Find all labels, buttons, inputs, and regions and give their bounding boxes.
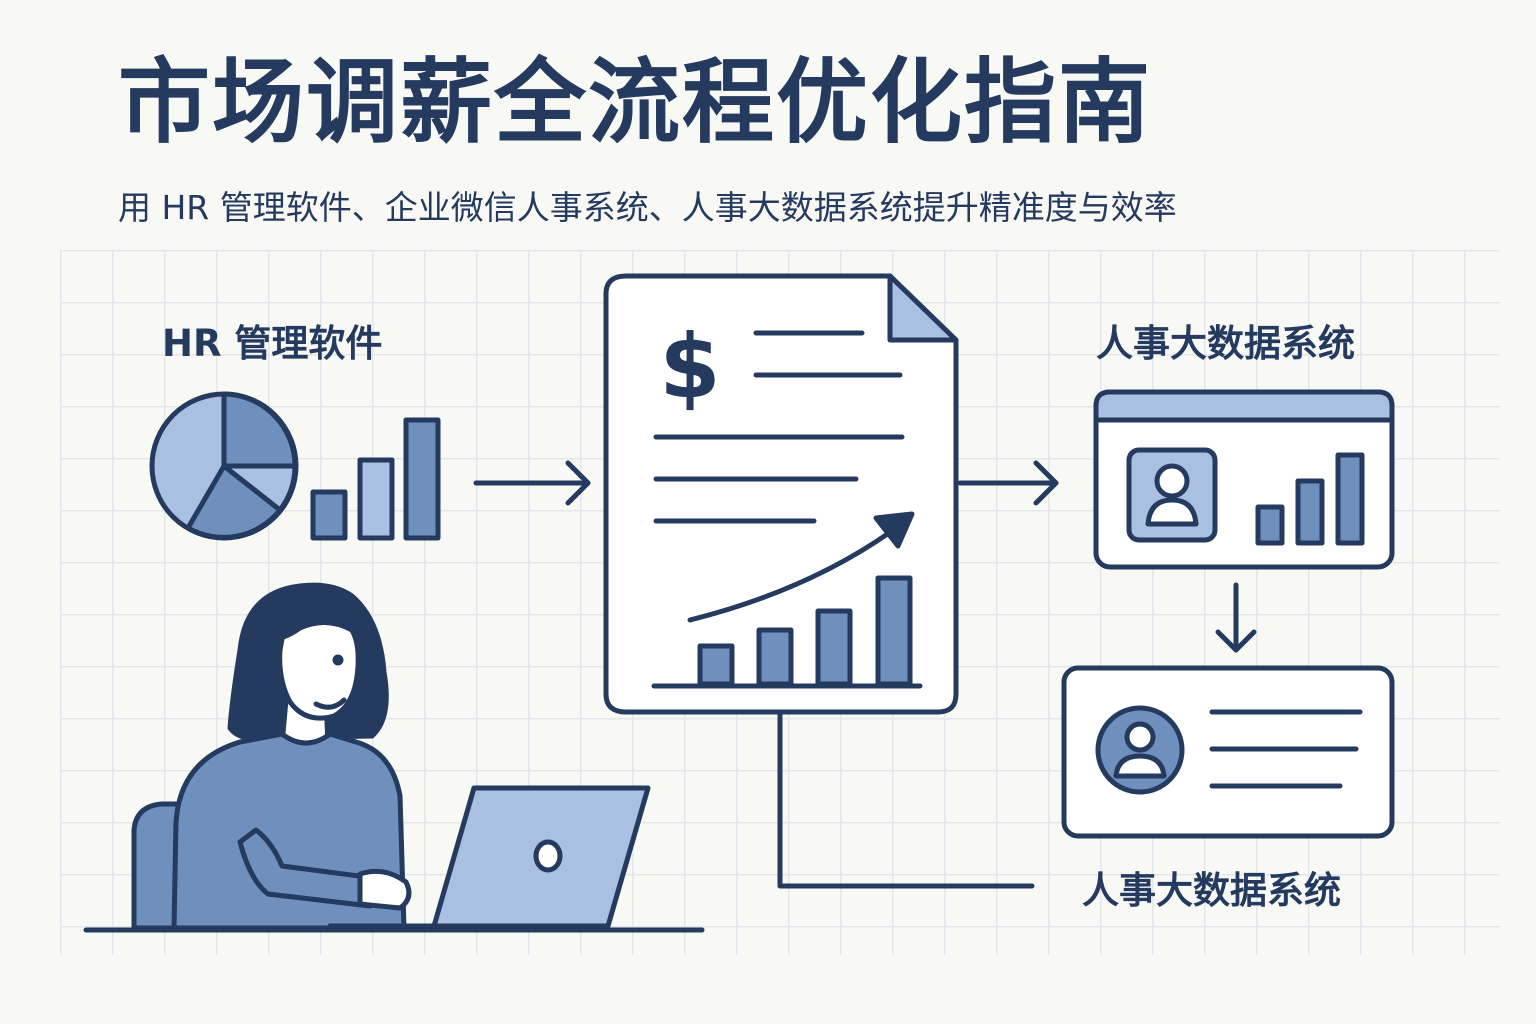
pie-chart-icon: [149, 391, 299, 541]
arrow-right-icon: [957, 460, 1059, 506]
bar-chart-icon: [310, 417, 441, 541]
arrow-down-icon: [1215, 582, 1257, 653]
arrow-right-icon: [473, 460, 591, 506]
user-icon: [1126, 447, 1218, 543]
profile-card-icon: [1061, 665, 1395, 839]
dollar-icon: $: [659, 315, 720, 418]
bigdata-system-label-top: 人事大数据系统: [1096, 322, 1355, 365]
dashboard-window-icon: [1093, 389, 1395, 570]
page-title: 市场调薪全流程优化指南: [118, 49, 1153, 156]
connector-line: [777, 711, 1035, 889]
bigdata-system-label-bottom: 人事大数据系统: [1082, 869, 1341, 912]
woman-laptop-illustration: [83, 582, 705, 933]
salary-document-icon: [603, 273, 959, 715]
page-subtitle: 用 HR 管理软件、企业微信人事系统、人事大数据系统提升精准度与效率: [118, 188, 1177, 227]
hr-software-label: HR 管理软件: [162, 322, 383, 365]
trend-arrow-icon: [687, 511, 915, 623]
